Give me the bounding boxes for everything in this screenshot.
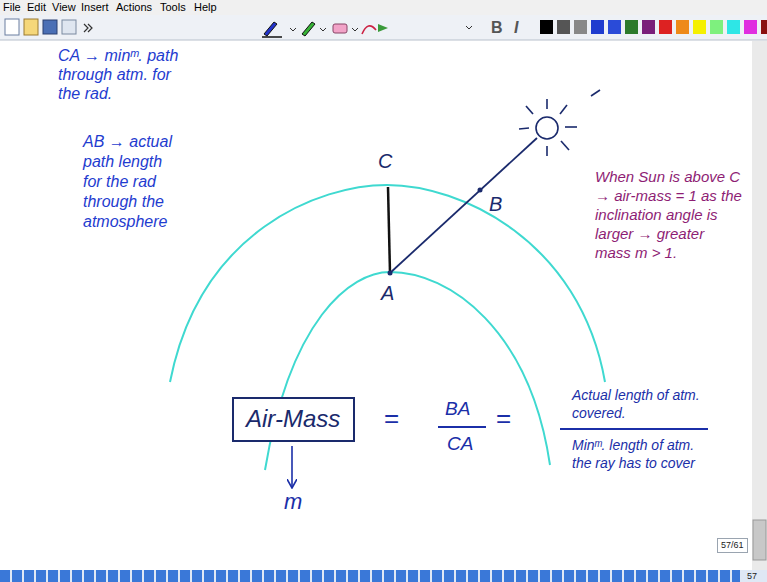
menu-bar	[0, 0, 767, 15]
sun-symbol	[519, 90, 600, 156]
boxed-term: Air-Mass	[232, 397, 355, 442]
point-label: C	[378, 150, 392, 172]
fraction-bar	[560, 428, 708, 430]
leader-arrow	[291, 446, 293, 487]
node-text: Air-Mass	[246, 405, 340, 434]
handwritten-note: CA → minᵐ. path through atm. for the rad…	[58, 46, 186, 103]
point-a	[388, 271, 393, 276]
outer-atmosphere-arc	[170, 185, 605, 382]
node-text: 57/61	[721, 540, 744, 551]
page-number: 57	[747, 571, 757, 581]
page-strip	[0, 570, 740, 582]
fraction-bar	[438, 426, 486, 428]
bold-button: B	[491, 18, 503, 38]
point-label: A	[381, 282, 394, 304]
italic-button: I	[514, 18, 518, 38]
numerator-text: Actual length of atm. covered.	[572, 386, 702, 422]
menu-item: View	[52, 1, 76, 14]
toolbar-edge	[0, 40, 767, 41]
menu-item: Help	[194, 1, 217, 14]
point-label: B	[489, 193, 502, 215]
point-b	[478, 188, 483, 193]
menu-item: Tools	[160, 1, 186, 14]
page-strip-end	[740, 570, 767, 582]
toolbar	[0, 15, 767, 40]
zenith-path-line	[388, 187, 390, 273]
page-indicator: 57/61	[717, 538, 748, 553]
equals-sign: =	[384, 404, 399, 432]
slant-path-line	[390, 138, 537, 273]
scrollbar	[752, 41, 767, 570]
handwritten-note: AB → actual path length for the rad thro…	[83, 132, 185, 232]
symbol-m: m	[284, 490, 302, 514]
menu-item: Edit	[27, 1, 46, 14]
equals-sign: =	[496, 404, 511, 432]
menu-item: File	[3, 1, 21, 14]
menu-item: Insert	[81, 1, 109, 14]
denominator-text: Minᵐ. length of atm. the ray has to cove…	[572, 436, 702, 472]
toolbar-icons	[5, 19, 767, 37]
menu-item: Actions	[116, 1, 152, 14]
denominator: CA	[447, 433, 473, 455]
numerator: BA	[445, 398, 470, 420]
handwritten-note: When Sun is above C → air-mass = 1 as th…	[595, 167, 743, 262]
scroll-thumb	[753, 520, 766, 560]
